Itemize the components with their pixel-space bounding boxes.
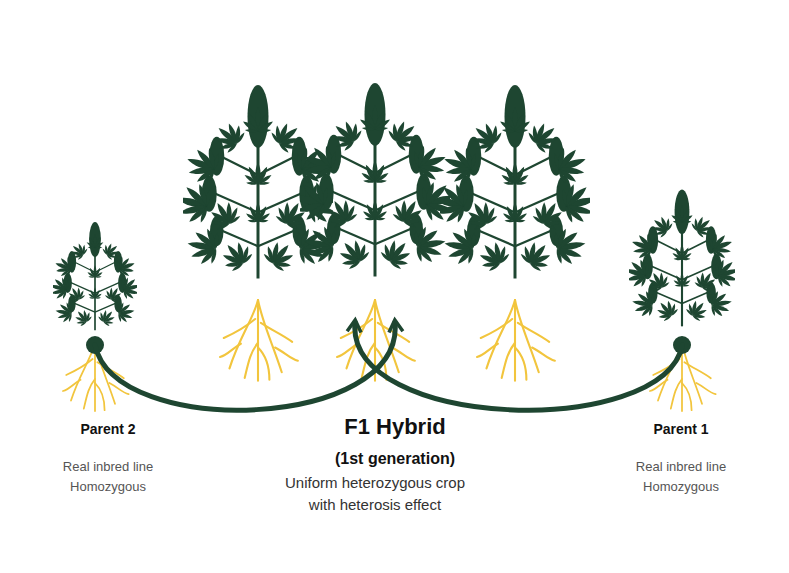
hybrid-title: F1 Hybrid <box>265 414 525 440</box>
plant-node: F1 Hybrid(1st generation)Uniform heteroz… <box>290 60 460 318</box>
hybrid-note: Uniform heterozygous crop with heterosis… <box>275 472 475 516</box>
cross-arrow <box>355 322 683 410</box>
parent-note: Real inbred line Homozygous <box>51 457 166 497</box>
parent-label: Parent 1 <box>624 420 739 438</box>
parent-label: Parent 2 <box>51 420 166 438</box>
hybrid-subtitle: (1st generation) <box>265 449 525 469</box>
plant-node: Parent 1Real inbred line Homozygous <box>645 170 720 345</box>
parent-note: Real inbred line Homozygous <box>624 457 739 497</box>
cross-arrow <box>95 322 395 410</box>
plant-node: Parent 2Real inbred line Homozygous <box>60 205 130 345</box>
